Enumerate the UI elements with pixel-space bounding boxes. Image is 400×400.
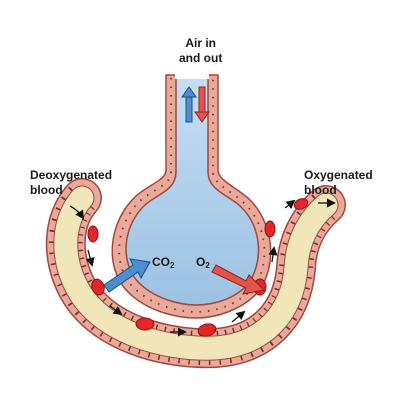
flow-arrow-icon	[109, 305, 123, 316]
alveolus	[111, 70, 272, 319]
flow-arrow-icon	[231, 310, 246, 323]
o2-label: O2	[196, 255, 210, 273]
oxygenated-label-line2: blood	[304, 183, 337, 197]
o2-label-main: O	[196, 255, 206, 269]
alveolus-wall-dots	[118, 78, 266, 313]
co2-label-main: CO	[152, 255, 170, 269]
red-blood-cell	[197, 323, 217, 337]
air-out-arrow	[194, 86, 210, 123]
capillary-lumen	[54, 186, 338, 360]
air-label-line1: Air in	[185, 36, 216, 50]
o2-arrow	[211, 264, 266, 295]
o2-label-sub: 2	[205, 261, 210, 270]
air-in-arrow	[181, 86, 197, 123]
deoxygenated-label-line1: Deoxygenated	[30, 168, 113, 182]
deoxygenated-label-line2: blood	[30, 183, 63, 197]
alveolus-air-space	[125, 74, 260, 306]
co2-arrow	[103, 258, 151, 293]
deoxygenated-label: Deoxygenated blood	[30, 168, 112, 198]
flow-arrow-icon	[85, 249, 95, 267]
oxygenated-label: Oxygenated blood	[304, 168, 373, 198]
capillary	[45, 178, 346, 369]
co2-label: CO2	[152, 255, 174, 273]
flow-arrow-icon	[69, 205, 85, 220]
red-blood-cell	[135, 317, 155, 331]
oxygenated-label-line1: Oxygenated	[304, 168, 373, 182]
airway-opening-mask	[175, 70, 209, 79]
air-label-line2: and out	[179, 51, 223, 65]
red-blood-cell	[87, 225, 99, 243]
flow-arrow-icon	[268, 246, 278, 263]
blood-flow-arrows	[69, 198, 336, 337]
air-label: Air in and out	[179, 36, 222, 66]
co2-label-sub: 2	[170, 261, 175, 270]
red-blood-cell	[264, 220, 276, 238]
flow-arrow-icon	[284, 199, 296, 209]
